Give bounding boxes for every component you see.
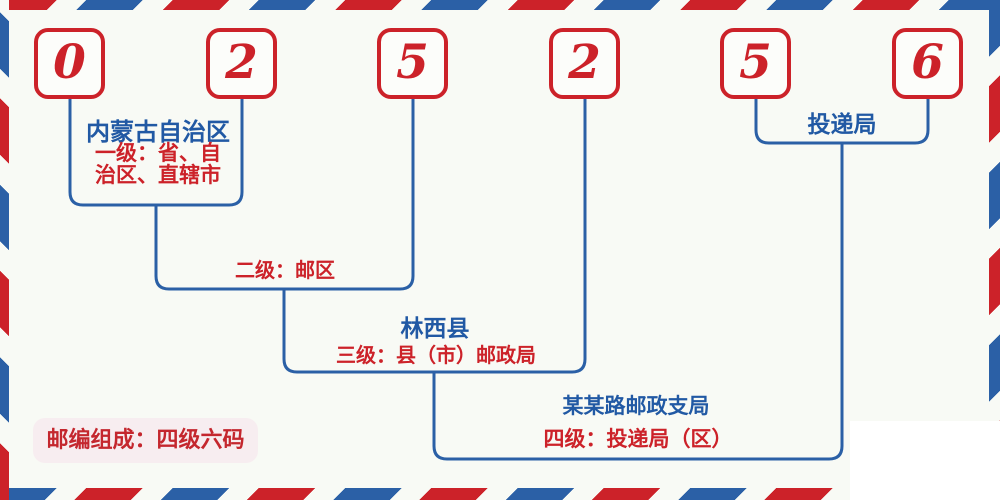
bracket-level4 <box>432 143 844 461</box>
digit-box-5: 5 <box>720 28 791 99</box>
digit-box-3: 5 <box>377 28 448 99</box>
level3-region-name: 林西县 <box>400 316 470 342</box>
digit-box-4: 2 <box>549 28 620 99</box>
postal-code-composition-badge: 邮编组成：四级六码 <box>33 418 258 463</box>
digit-box-1: 0 <box>34 28 105 99</box>
level4-region-name: 某某路邮政支局 <box>562 394 710 418</box>
level4-description: 四级：投递局（区） <box>543 427 733 451</box>
airmail-border-bottom <box>0 488 1000 500</box>
level3-description: 三级：县（市）邮政局 <box>336 343 536 367</box>
airmail-border-top <box>0 0 1000 10</box>
level2-description: 二级：邮区 <box>235 258 335 282</box>
digit-box-6: 6 <box>892 28 963 99</box>
digit-box-2: 2 <box>206 28 277 99</box>
delivery-office-label: 投递局 <box>807 112 877 138</box>
level1-region-name: 内蒙古自治区 <box>86 118 230 146</box>
airmail-border-left <box>0 0 9 500</box>
level1-description: 一级：省、自治区、直辖市 <box>95 141 221 187</box>
corner-white-patch <box>850 421 1000 500</box>
airmail-border-right <box>989 0 1000 500</box>
